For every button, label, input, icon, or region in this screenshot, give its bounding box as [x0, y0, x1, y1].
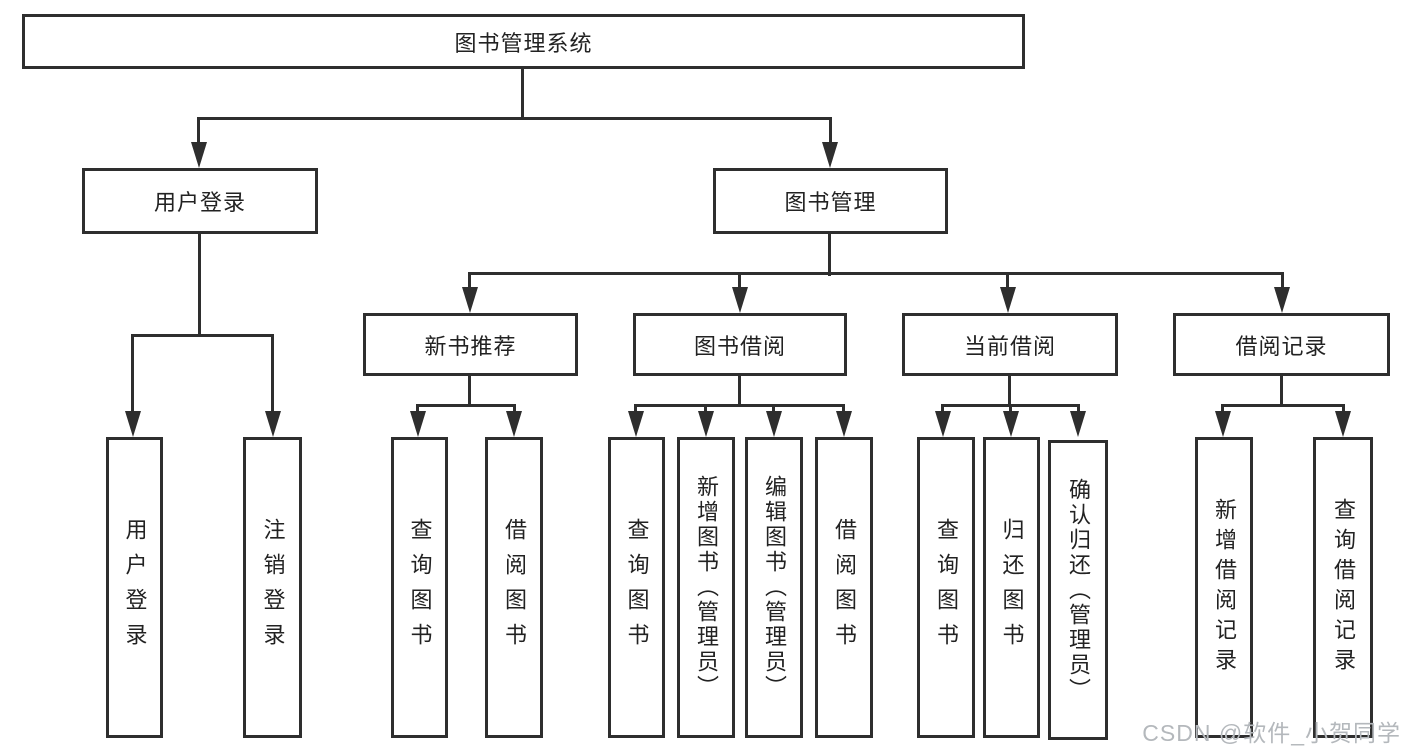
csdn-watermark: CSDN @软件_小贺同学 — [1142, 720, 1401, 746]
leaf-user-login-label: 用户登录 — [122, 517, 148, 658]
leaf-edit-books-admin-label: 编辑图书（管理员） — [762, 475, 787, 700]
connector-line — [197, 117, 200, 145]
leaf-logout: 注销登录 — [243, 437, 302, 738]
connector-line — [1221, 404, 1224, 414]
node-current-borrowing: 当前借阅 — [902, 313, 1118, 376]
connector-line — [634, 404, 845, 407]
connector-line — [704, 404, 707, 414]
leaf-query-books-1: 查询图书 — [391, 437, 448, 738]
arrowhead-icon — [732, 287, 748, 313]
arrowhead-icon — [1070, 411, 1086, 437]
node-new-book-recommend: 新书推荐 — [363, 313, 578, 376]
leaf-query-books-2-label: 查询图书 — [624, 517, 650, 658]
arrowhead-icon — [822, 142, 838, 168]
leaf-borrow-books-2: 借阅图书 — [815, 437, 873, 738]
leaf-borrow-books-1-label: 借阅图书 — [502, 517, 527, 658]
node-new-book-recommend-label: 新书推荐 — [424, 333, 517, 359]
arrowhead-icon — [1000, 287, 1016, 313]
leaf-query-borrow-record: 查询借阅记录 — [1313, 437, 1373, 738]
node-root-label: 图书管理系统 — [454, 30, 593, 56]
node-book-management: 图书管理 — [713, 168, 948, 234]
leaf-edit-books-admin: 编辑图书（管理员） — [745, 437, 803, 738]
connector-line — [468, 272, 1284, 275]
leaf-query-books-3: 查询图书 — [917, 437, 975, 738]
leaf-query-books-3-label: 查询图书 — [934, 517, 959, 658]
node-root: 图书管理系统 — [22, 14, 1025, 69]
arrowhead-icon — [1274, 287, 1290, 313]
leaf-add-books-admin: 新增图书（管理员） — [677, 437, 735, 738]
arrowhead-icon — [1003, 411, 1019, 437]
node-user-login-label: 用户登录 — [153, 190, 246, 215]
connector-line — [1221, 404, 1345, 407]
connector-line — [738, 272, 741, 289]
connector-line — [513, 404, 516, 414]
connector-line — [131, 334, 134, 413]
connector-line — [772, 404, 775, 414]
arrowhead-icon — [935, 411, 951, 437]
leaf-query-books-1-label: 查询图书 — [407, 517, 433, 658]
arrowhead-icon — [1335, 411, 1351, 437]
arrowhead-icon — [698, 411, 714, 437]
arrowhead-icon — [836, 411, 852, 437]
node-book-borrowing: 图书借阅 — [633, 313, 847, 376]
connector-line — [271, 334, 274, 413]
leaf-confirm-return-admin: 确认归还（管理员） — [1048, 440, 1108, 740]
connector-line — [941, 404, 944, 414]
arrowhead-icon — [191, 142, 207, 168]
node-book-management-label: 图书管理 — [784, 190, 877, 215]
connector-line — [1009, 404, 1012, 414]
leaf-borrow-books-1: 借阅图书 — [485, 437, 543, 738]
connector-line — [468, 376, 471, 407]
leaf-borrow-books-2-label: 借阅图书 — [832, 517, 857, 658]
node-current-borrowing-label: 当前借阅 — [963, 333, 1056, 359]
connector-line — [1008, 376, 1011, 407]
connector-line — [416, 404, 419, 414]
connector-line — [738, 376, 741, 407]
arrowhead-icon — [506, 411, 522, 437]
connector-line — [828, 234, 831, 276]
connector-line — [634, 404, 637, 414]
connector-line — [1281, 272, 1284, 289]
leaf-return-books-label: 归还图书 — [999, 517, 1025, 658]
connector-line — [521, 69, 524, 118]
leaf-add-borrow-record: 新增借阅记录 — [1195, 437, 1253, 738]
connector-line — [1280, 376, 1283, 407]
connector-line — [842, 404, 845, 414]
arrowhead-icon — [628, 411, 644, 437]
node-borrowing-records-label: 借阅记录 — [1235, 333, 1328, 359]
connector-line — [416, 404, 516, 407]
connector-line — [468, 272, 471, 289]
connector-line — [829, 117, 832, 145]
connector-line — [198, 234, 201, 337]
leaf-confirm-return-admin-label: 确认归还（管理员） — [1066, 477, 1091, 703]
leaf-query-borrow-record-label: 查询借阅记录 — [1331, 497, 1356, 678]
leaf-add-borrow-record-label: 新增借阅记录 — [1212, 497, 1237, 678]
leaf-return-books: 归还图书 — [983, 437, 1040, 738]
node-book-borrowing-label: 图书借阅 — [693, 333, 786, 359]
arrowhead-icon — [766, 411, 782, 437]
connector-line — [197, 117, 832, 120]
connector-line — [1342, 404, 1345, 414]
arrowhead-icon — [1215, 411, 1231, 437]
arrowhead-icon — [410, 411, 426, 437]
arrowhead-icon — [462, 287, 478, 313]
leaf-query-books-2: 查询图书 — [608, 437, 665, 738]
leaf-user-login: 用户登录 — [106, 437, 163, 738]
node-user-login: 用户登录 — [82, 168, 318, 234]
arrowhead-icon — [125, 411, 141, 437]
node-borrowing-records: 借阅记录 — [1173, 313, 1390, 376]
connector-line — [1006, 272, 1009, 289]
leaf-logout-label: 注销登录 — [260, 517, 286, 658]
arrowhead-icon — [265, 411, 281, 437]
connector-line — [1077, 404, 1080, 414]
connector-line — [131, 334, 274, 337]
leaf-add-books-admin-label: 新增图书（管理员） — [694, 475, 719, 700]
